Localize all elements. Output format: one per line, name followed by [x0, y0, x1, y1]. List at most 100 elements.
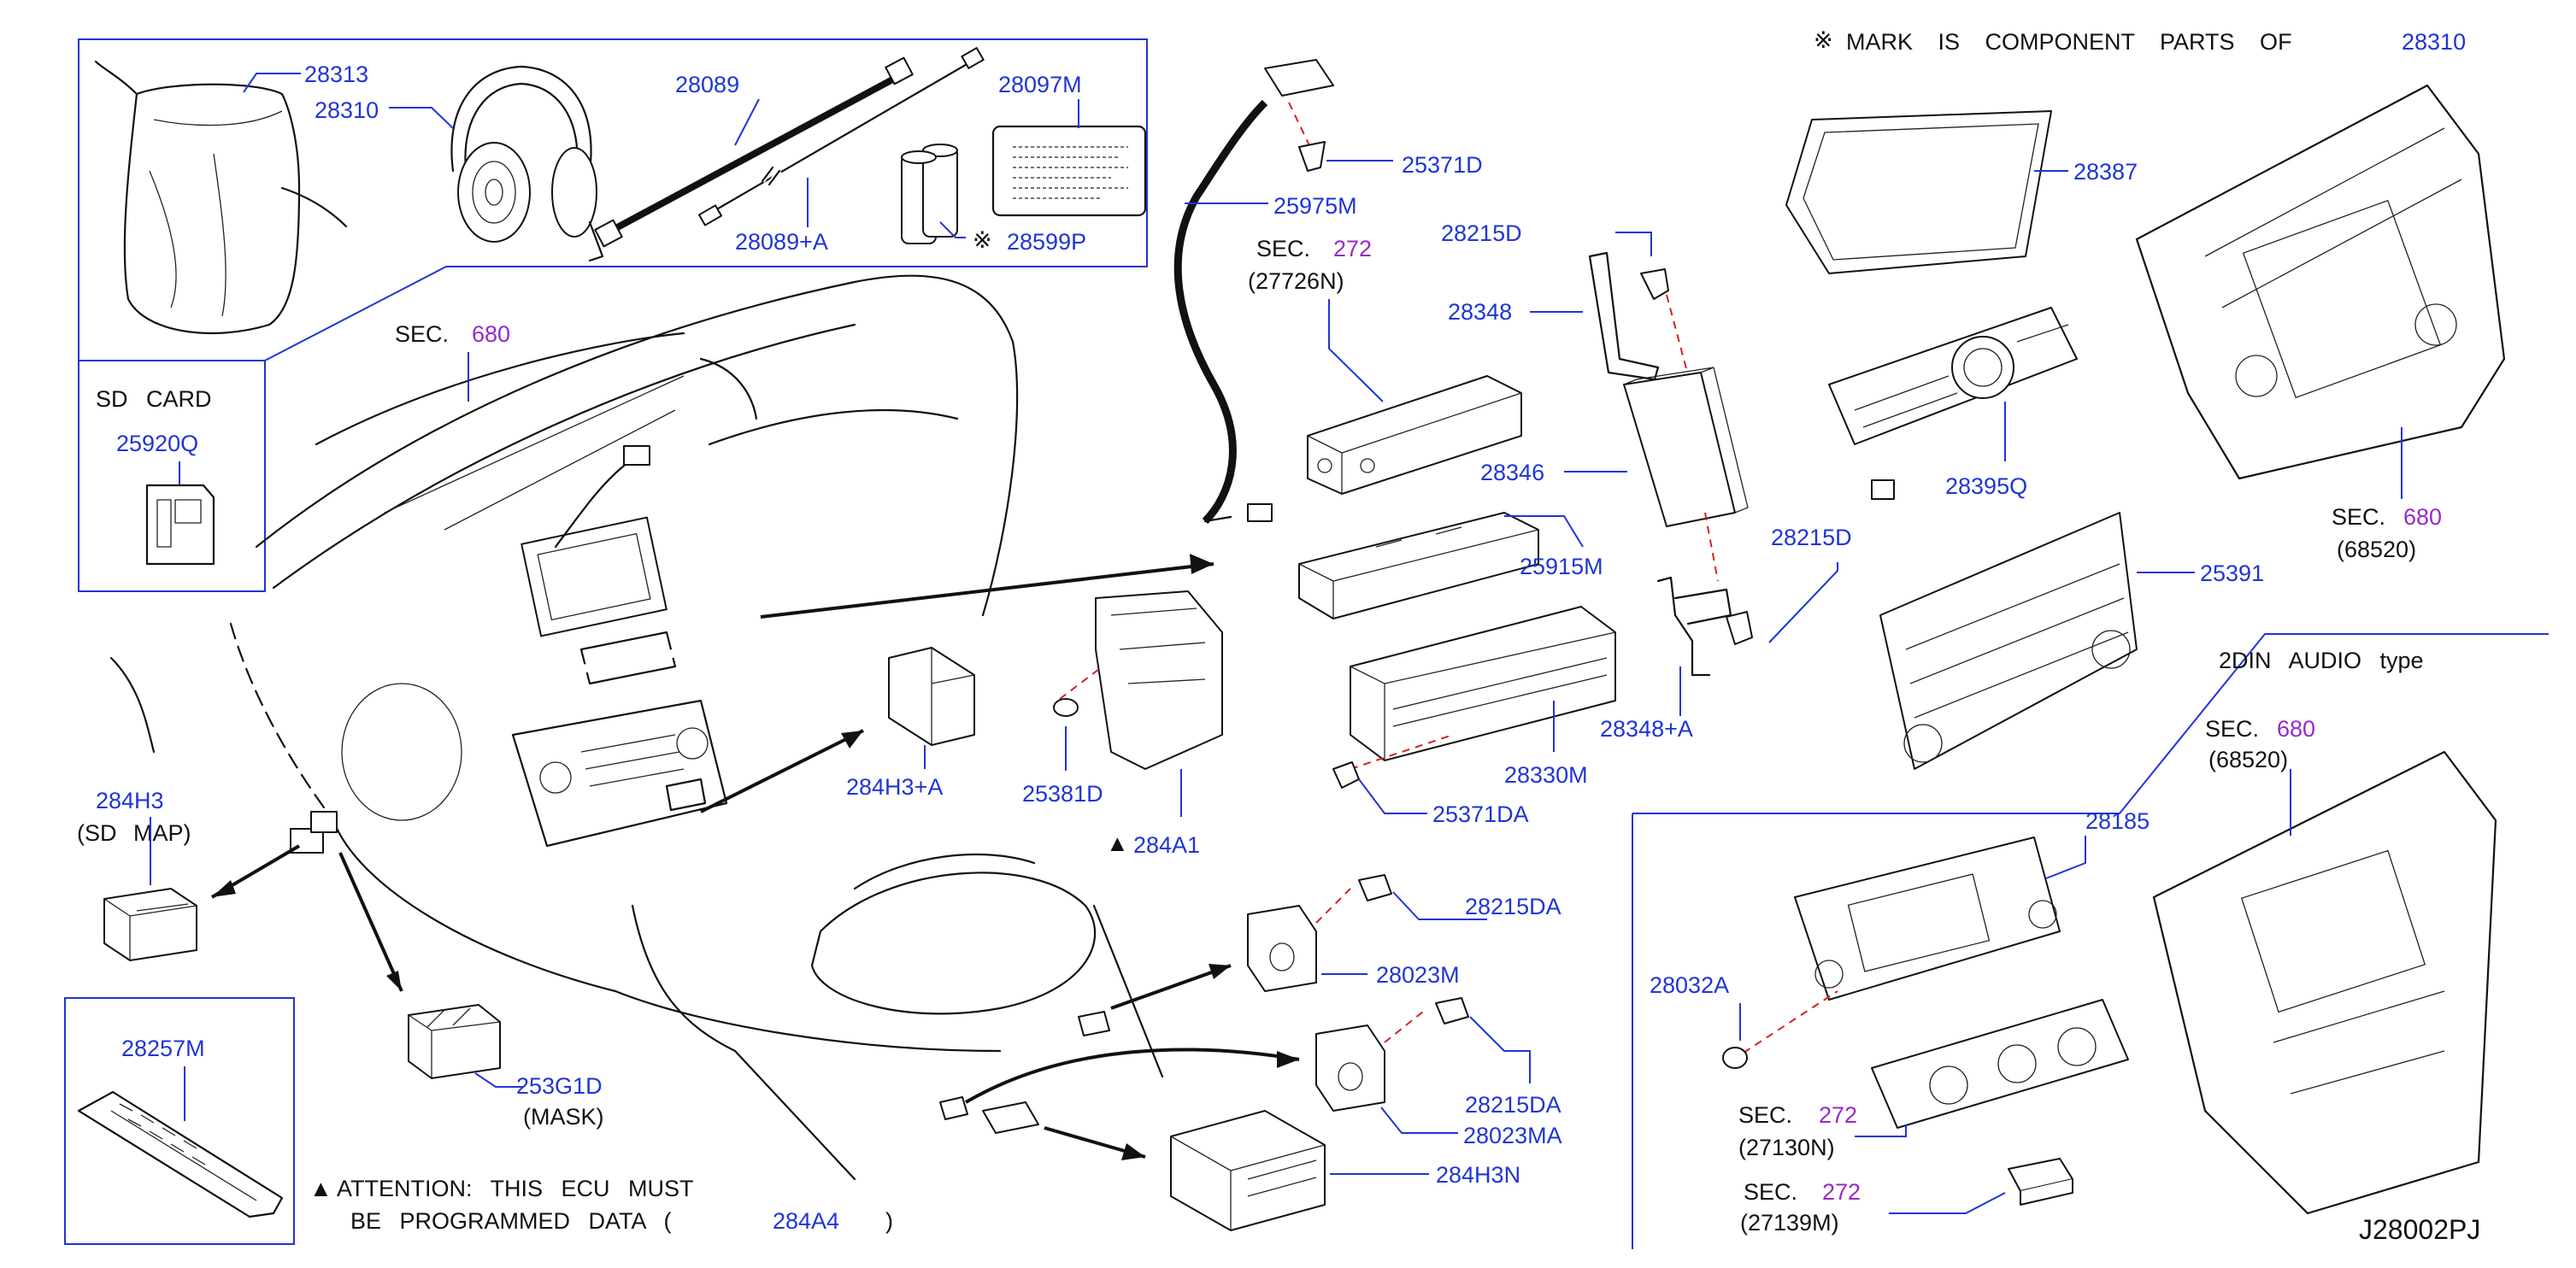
switch-27139m: SEC. 272 (27139M)	[1740, 1158, 2073, 1236]
remote-control-icon	[77, 1090, 284, 1218]
sec-label-680-right: SEC.	[2332, 504, 2385, 530]
label-28089: 28089	[675, 72, 739, 97]
bezel-68520-lower: SEC. 680 (68520)	[2152, 716, 2497, 1215]
control-panel-28395q: 28395Q	[1828, 307, 2078, 500]
label-25920q: 25920Q	[116, 431, 198, 456]
header-note-group: ※ MARK IS COMPONENT PARTS OF 28310	[1814, 27, 2466, 55]
label-25371d: 25371D	[1402, 152, 1483, 178]
sec-680-lower: 680	[2277, 716, 2315, 742]
remote-inset: 28257M	[64, 997, 295, 1245]
sd-card-icon	[145, 484, 215, 566]
module-25915m: 25915M	[1298, 512, 1603, 619]
accessory-inset: 28313 28310 28089 28097M 28089+A ※ 28599…	[78, 38, 1148, 361]
label-28023ma: 28023MA	[1463, 1123, 1562, 1148]
header-note-part: 28310	[2402, 29, 2466, 55]
sec-272-a: 272	[1819, 1102, 1857, 1128]
sensor-28023ma: 28215DA 28023MA	[939, 997, 1562, 1148]
triangle-mark-284a1: ▲	[1106, 831, 1129, 856]
label-25975m: 25975M	[1273, 193, 1357, 219]
sec-label-680-dash: SEC.	[395, 321, 449, 347]
mask-module: 253G1D (MASK)	[338, 852, 604, 1130]
sensor-28023m: 28215DA 28023M	[1078, 874, 1561, 1036]
module-284h3n: 284H3N	[982, 1101, 1520, 1231]
headphone-bag-drawing	[94, 60, 348, 335]
label-28395q: 28395Q	[1945, 473, 2027, 499]
sec-272-top-sub: (27726N)	[1248, 268, 1344, 294]
label-284a1: 284A1	[1133, 832, 1200, 858]
climate-panel-27130n: SEC. 272 (27130N)	[1738, 999, 2129, 1160]
display-28387: 28387	[1785, 110, 2138, 274]
label-25371da: 25371DA	[1432, 801, 1529, 827]
label-28089a: 28089+A	[735, 229, 828, 255]
label-28599p: 28599P	[1007, 229, 1086, 255]
label-284h3a: 284H3+A	[846, 774, 943, 800]
remote-inset-frame	[64, 997, 295, 1245]
header-note-text: MARK IS COMPONENT PARTS OF	[1846, 29, 2292, 55]
dash-break-line	[546, 611, 898, 679]
switch-panel-25391: 25391	[1879, 512, 2264, 770]
sd-card-inset-frame	[78, 360, 266, 592]
label-28257m: 28257M	[121, 1036, 205, 1061]
label-28215da-2: 28215DA	[1465, 1092, 1561, 1118]
label-25391: 25391	[2200, 561, 2264, 586]
two-din-frame	[1632, 633, 2549, 814]
sec-label-272-a: SEC.	[1738, 1102, 1792, 1128]
sec-680-lower-sub: (68520)	[2208, 747, 2288, 772]
label-253g1d: 253G1D	[516, 1073, 603, 1099]
cables-drawing	[594, 47, 985, 248]
diagram-id: J28002PJ	[2359, 1214, 2480, 1245]
label-28346: 28346	[1480, 460, 1544, 485]
label-284a4: 284A4	[773, 1208, 839, 1234]
label-25915m: 25915M	[1520, 554, 1603, 579]
module-27726n: SEC. 272 (27726N)	[1248, 236, 1522, 495]
label-28348a: 28348+A	[1600, 716, 1693, 742]
label-28215da-1: 28215DA	[1465, 894, 1561, 919]
attention-line2: BE PROGRAMMED DATA (	[350, 1208, 672, 1234]
label-card-drawing	[991, 125, 1147, 217]
two-din-caption: 2DIN AUDIO type	[2219, 648, 2424, 673]
headphones-drawing	[450, 65, 604, 262]
header-mark: ※	[1814, 27, 1833, 53]
sd-map-module: 284H3 (SD MAP)	[77, 788, 338, 961]
sec-272-b: 272	[1822, 1179, 1861, 1205]
label-28387: 28387	[2073, 159, 2138, 185]
label-28215d-mid: 28215D	[1771, 525, 1852, 550]
label-28023m: 28023M	[1376, 962, 1460, 988]
label-28330m: 28330M	[1504, 762, 1588, 788]
label-28310: 28310	[315, 97, 379, 123]
arrow-to-modules	[760, 562, 1214, 619]
label-284h3n: 284H3N	[1436, 1162, 1520, 1188]
label-28032a: 28032A	[1650, 972, 1729, 998]
sec-680-right: 680	[2403, 504, 2442, 530]
bezel-68520-top: SEC. 680 (68520)	[2135, 84, 2506, 562]
module-28330m: 25371DA 28330M 28346	[1332, 460, 1627, 827]
attention-close: )	[885, 1208, 893, 1234]
sec-272-top: 272	[1333, 236, 1372, 261]
sd-card-inset: SD CARD 25920Q	[78, 360, 266, 592]
attention-note: ▲ ATTENTION: THIS ECU MUST BE PROGRAMMED…	[309, 1176, 893, 1234]
label-28313: 28313	[304, 62, 368, 87]
sec-680-dash-ref: SEC. 680	[395, 321, 510, 402]
sec-label-680-lower: SEC.	[2205, 716, 2259, 742]
batteries-drawing	[901, 144, 958, 244]
sd-map-caption: (SD MAP)	[77, 820, 191, 846]
label-28348: 28348	[1448, 299, 1512, 325]
mark-symbol: ※	[973, 227, 992, 253]
sec-680-dash: 680	[472, 321, 510, 347]
ecu-284a1: 25381D ▲ 284A1	[1022, 590, 1223, 858]
accessory-inset-frame	[78, 38, 1148, 361]
sec-label-272-b: SEC.	[1744, 1179, 1797, 1205]
mask-caption: (MASK)	[523, 1104, 604, 1130]
attention-line1: ATTENTION: THIS ECU MUST	[337, 1176, 694, 1201]
label-28215d-top: 28215D	[1441, 220, 1522, 246]
sec-272-a-sub: (27130N)	[1738, 1135, 1835, 1160]
label-25381d: 25381D	[1022, 781, 1103, 807]
antenna-cable: 25371D 25975M	[1173, 59, 1483, 525]
sec-272-b-sub: (27139M)	[1740, 1210, 1839, 1236]
module-28346: 28215D 28348 28348+A 28215D	[1441, 220, 1852, 742]
label-28097m: 28097M	[998, 72, 1082, 97]
label-284h3: 284H3	[96, 788, 164, 813]
attention-triangle: ▲	[309, 1176, 332, 1201]
